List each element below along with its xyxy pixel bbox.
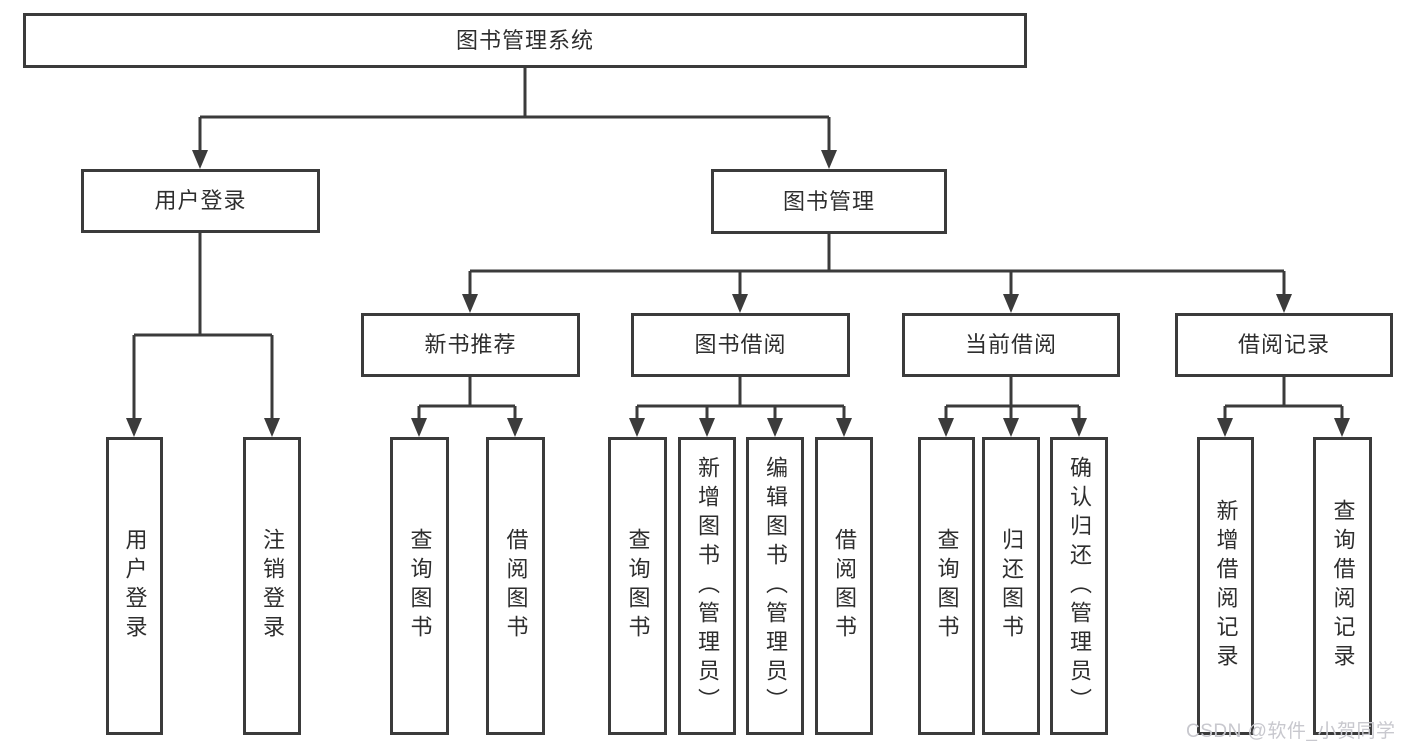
node-new-book-recommend-label: 新书推荐 [424, 332, 517, 357]
leaf-query-books-current-label: 查询图书 [934, 528, 960, 644]
leaf-return-books: 归还图书 [982, 437, 1040, 735]
leaf-edit-books-admin: 编辑图书（管理员） [746, 437, 804, 735]
node-root: 图书管理系统 [23, 13, 1027, 68]
node-user-login-label: 用户登录 [154, 188, 247, 213]
leaf-logout-label: 注销登录 [260, 528, 285, 644]
leaf-query-books-recommend: 查询图书 [390, 437, 449, 735]
csdn-watermark: CSDN @软件_小贺同学 [1186, 721, 1396, 742]
node-root-label: 图书管理系统 [455, 27, 594, 53]
leaf-user-login-label: 用户登录 [122, 528, 148, 644]
connector-stems [132, 68, 1344, 420]
leaf-return-books-label: 归还图书 [999, 528, 1024, 644]
node-new-book-recommend: 新书推荐 [361, 313, 580, 377]
node-borrow-records: 借阅记录 [1175, 313, 1393, 377]
node-user-login: 用户登录 [81, 169, 320, 233]
leaf-borrow-books-recommend-label: 借阅图书 [503, 528, 529, 644]
leaf-borrow-books: 借阅图书 [815, 437, 873, 735]
node-borrow-records-label: 借阅记录 [1237, 332, 1330, 357]
leaf-confirm-return-admin: 确认归还（管理员） [1050, 437, 1108, 735]
leaf-borrow-books-label: 借阅图书 [832, 528, 857, 644]
leaf-add-borrow-record-label: 新增借阅记录 [1213, 499, 1239, 673]
node-book-management: 图书管理 [711, 169, 947, 234]
leaf-add-books-admin: 新增图书（管理员） [678, 437, 736, 735]
leaf-query-books-borrow: 查询图书 [608, 437, 667, 735]
node-book-management-label: 图书管理 [782, 188, 875, 214]
node-book-borrowing: 图书借阅 [631, 313, 850, 377]
leaf-add-books-admin-label: 新增图书（管理员） [695, 455, 720, 717]
node-current-borrowing: 当前借阅 [902, 313, 1120, 377]
connector-arrowheads [126, 150, 1350, 437]
node-current-borrowing-label: 当前借阅 [964, 332, 1057, 357]
leaf-logout: 注销登录 [243, 437, 301, 735]
leaf-query-borrow-record-label: 查询借阅记录 [1330, 499, 1356, 673]
leaf-query-books-recommend-label: 查询图书 [407, 528, 433, 644]
leaf-query-books-current: 查询图书 [918, 437, 975, 735]
node-book-borrowing-label: 图书借阅 [694, 332, 787, 357]
leaf-edit-books-admin-label: 编辑图书（管理员） [763, 455, 788, 717]
leaf-query-books-borrow-label: 查询图书 [625, 528, 651, 644]
leaf-confirm-return-admin-label: 确认归还（管理员） [1067, 455, 1092, 717]
leaf-add-borrow-record: 新增借阅记录 [1197, 437, 1254, 735]
leaf-borrow-books-recommend: 借阅图书 [486, 437, 545, 735]
leaf-query-borrow-record: 查询借阅记录 [1313, 437, 1372, 735]
leaf-user-login: 用户登录 [106, 437, 163, 735]
